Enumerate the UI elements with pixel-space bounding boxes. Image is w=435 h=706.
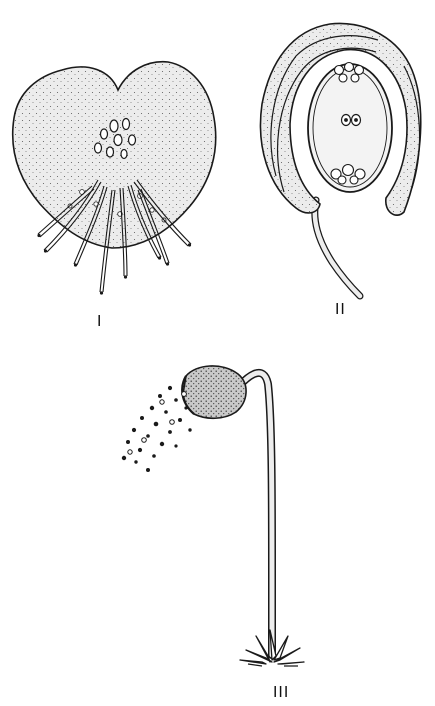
prothallus-body xyxy=(13,62,216,248)
ovule-stalk xyxy=(315,200,360,296)
capsule xyxy=(183,366,246,418)
seta xyxy=(228,373,272,655)
panel-2-ovule xyxy=(260,23,420,296)
panel-label-iii: III xyxy=(273,683,289,701)
panel-label-ii: II xyxy=(335,300,346,318)
spores xyxy=(122,386,192,472)
panel-3-sporophyte xyxy=(122,366,304,666)
panel-1-prothallus xyxy=(13,62,216,295)
panel-label-i: I xyxy=(97,312,102,330)
